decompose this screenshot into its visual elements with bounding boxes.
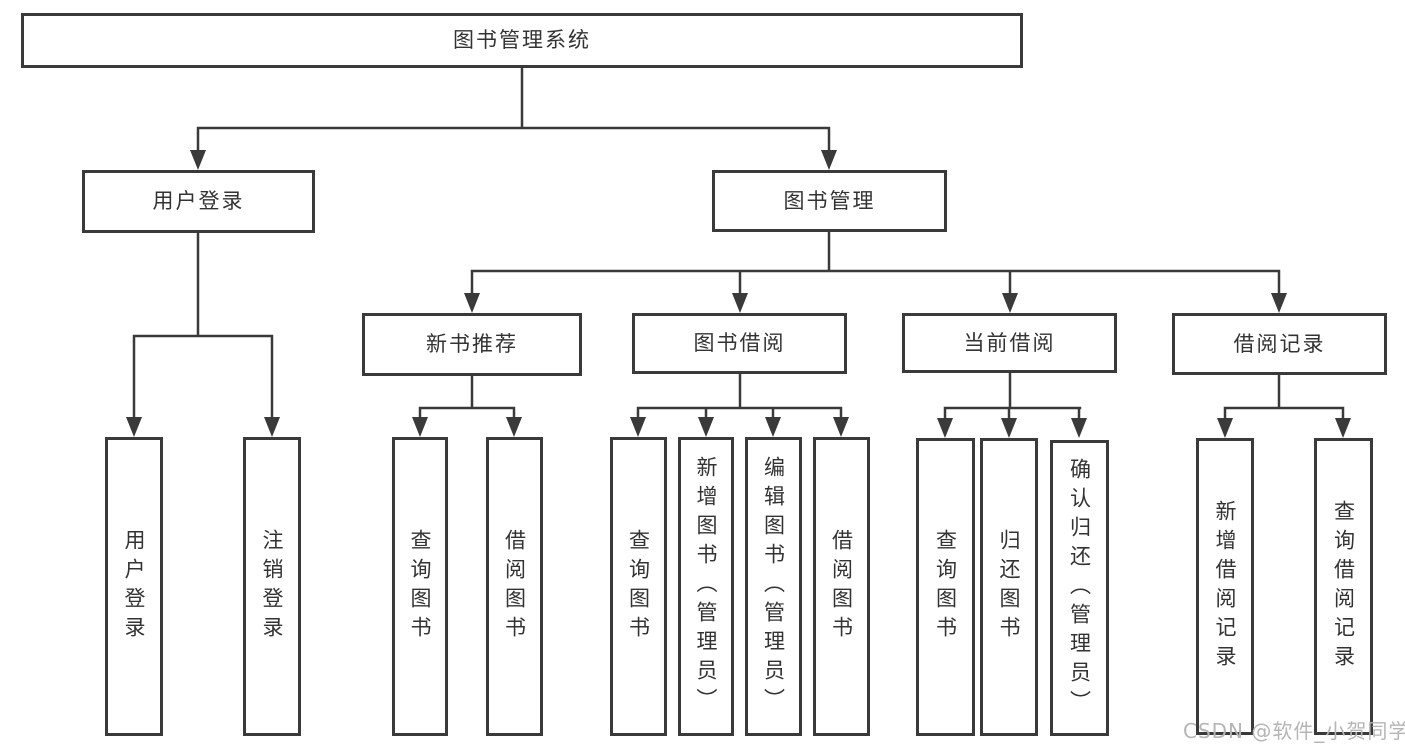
leaf-logout: 注销登录: [243, 437, 301, 736]
leaf-borrow-books-recommend: 借阅图书: [486, 437, 543, 736]
arrowheads: [126, 150, 1351, 438]
leaf-query-books-current: 查询图书: [916, 438, 975, 736]
leaf-edit-books-admin: 编辑图书（管理员）: [745, 437, 802, 736]
leaf-confirm-return-admin: 确认归还（管理员）: [1050, 440, 1109, 736]
node-library-system: 图书管理系统: [21, 13, 1023, 68]
leaf-add-borrow-record: 新增借阅记录: [1196, 438, 1254, 735]
leaf-user-login: 用户登录: [105, 437, 163, 736]
leaf-return-books: 归还图书: [980, 438, 1038, 736]
leaf-query-books-borrowing: 查询图书: [610, 437, 667, 736]
node-borrow-records: 借阅记录: [1172, 313, 1387, 375]
leaf-add-books-admin: 新增图书（管理员）: [678, 437, 734, 736]
leaf-query-books-recommend: 查询图书: [392, 437, 448, 736]
leaf-query-borrow-record: 查询借阅记录: [1314, 438, 1373, 735]
node-book-borrowing: 图书借阅: [632, 313, 847, 374]
node-new-book-recommend: 新书推荐: [362, 313, 582, 376]
csdn-watermark: CSDN @软件_小贺同学: [1183, 719, 1405, 743]
node-book-management: 图书管理: [712, 170, 947, 232]
node-current-borrowing: 当前借阅: [902, 313, 1117, 373]
node-user-login: 用户登录: [82, 170, 315, 233]
leaf-borrow-books-borrowing: 借阅图书: [813, 437, 870, 736]
